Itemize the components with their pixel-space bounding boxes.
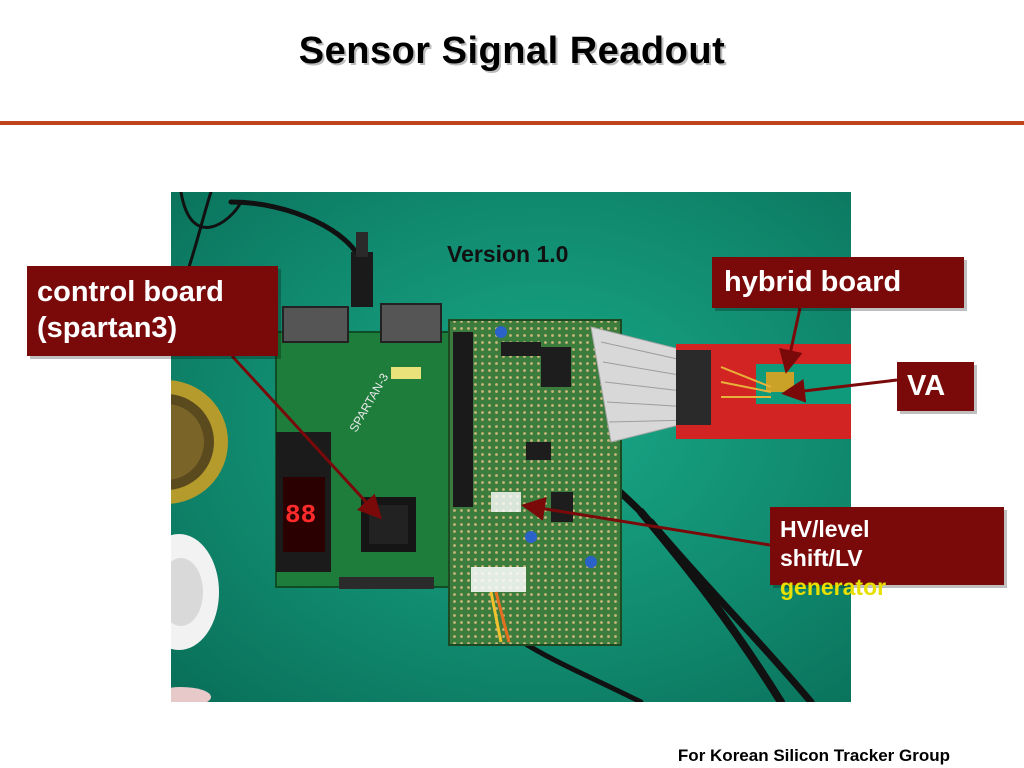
control-board-label: control board — [37, 276, 224, 308]
ribbon-cable — [590, 326, 692, 443]
control-board-sublabel: (spartan3) — [37, 312, 178, 344]
perf-board — [448, 319, 622, 646]
va-label: VA — [907, 370, 946, 402]
white-spool — [171, 534, 219, 650]
svg-text:88: 88 — [285, 500, 316, 530]
footer-credit: For Korean Silicon Tracker Group — [677, 746, 950, 765]
title-divider — [0, 121, 1024, 125]
version-label: Version 1.0 — [447, 241, 569, 267]
tape-roll — [171, 380, 228, 504]
hv-generator-line2: shift/LV — [780, 545, 863, 571]
hybrid-board-callout: hybrid board — [712, 257, 964, 308]
slide-title: Sensor Signal Readout — [298, 30, 726, 72]
hv-generator-line3: generator — [780, 574, 887, 600]
hybrid-board — [676, 344, 851, 439]
hv-generator-line1: HV/level — [780, 516, 870, 542]
va-callout: VA — [897, 362, 974, 411]
hybrid-board-label: hybrid board — [724, 266, 902, 298]
hv-generator-callout: HV/level shift/LV generator — [770, 507, 1004, 600]
control-board-callout: control board (spartan3) — [27, 266, 278, 356]
